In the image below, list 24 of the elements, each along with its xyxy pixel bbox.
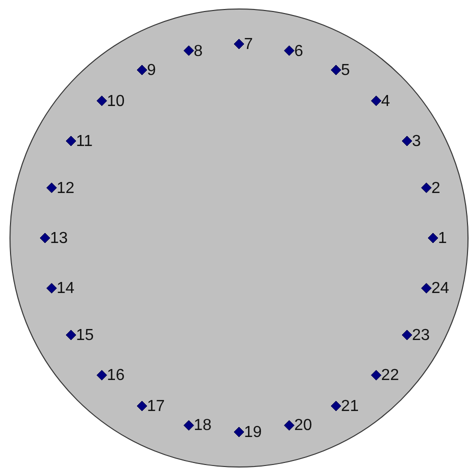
point-number: 7 <box>244 36 253 54</box>
point-number: 6 <box>294 42 304 61</box>
point-number: 8 <box>194 42 203 61</box>
point-number: 14 <box>56 280 74 298</box>
point-number: 24 <box>431 280 450 298</box>
point-number: 2 <box>431 180 440 198</box>
point-number: 22 <box>381 367 399 386</box>
point-number: 21 <box>341 398 359 416</box>
point-number: 10 <box>106 92 125 111</box>
point-number: 15 <box>76 327 94 345</box>
point-number: 23 <box>412 327 430 345</box>
point-number: 16 <box>106 367 125 386</box>
point-number: 20 <box>294 417 312 436</box>
point-number: 12 <box>56 180 74 198</box>
point-number: 1 <box>438 230 447 248</box>
point-number: 4 <box>381 92 390 111</box>
point-number: 17 <box>147 398 165 416</box>
point-number: 19 <box>244 424 262 442</box>
point-number: 5 <box>341 62 350 80</box>
point-number: 3 <box>412 133 421 151</box>
point-number: 18 <box>194 417 212 436</box>
point-number: 9 <box>147 62 156 80</box>
point-number: 11 <box>76 133 93 151</box>
point-number: 13 <box>50 230 68 248</box>
